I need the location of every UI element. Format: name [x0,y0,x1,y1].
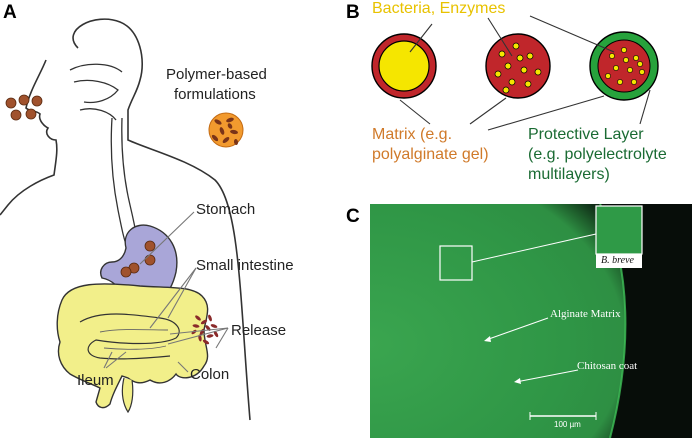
chitosan-coat-label: Chitosan coat [577,360,638,372]
inset-label: B. breve [601,255,634,266]
bead-matrix [485,33,551,99]
matrix-label-line1: Matrix (e.g. [372,126,453,143]
protective-label-line3: multilayers) [528,166,610,183]
panel-letter-a: A [3,2,17,23]
ileum-label: Ileum [77,372,114,389]
panel-letter-b: B [346,2,360,23]
mouth-nasal-outline [69,63,123,121]
colon-label: Colon [190,366,230,383]
scale-bar-label: 100 µm [554,420,581,429]
bead-bacteria-only [371,33,437,99]
oral-pellets [5,94,43,121]
body-outline [0,18,251,421]
micrograph-image [370,204,692,438]
panel-b-leader-lines [399,15,651,131]
panel-letter-c: C [346,206,360,227]
rectum [121,377,134,414]
formulation-label-line2: formulations [174,86,256,103]
release-label: Release [231,322,287,339]
micrograph-panel: B. breve Alginate Matrix Chitosan coat 1… [370,204,692,438]
small-intestine-coils [79,313,180,360]
formulation-sphere [208,112,244,148]
small-intestine-label: Small intestine [196,257,294,274]
panel-a-leader-lines [103,211,229,373]
formulation-label-line1: Polymer-based [166,66,267,83]
alginate-matrix-label: Alginate Matrix [550,308,621,320]
bead-protective-layer [589,31,659,101]
released-bacteria [191,314,219,345]
bacteria-enzymes-label: Bacteria, Enzymes [372,0,506,17]
stomach-label: Stomach [196,201,256,218]
protective-label-line2: (e.g. polyelectrolyte [528,146,667,163]
protective-label-line1: Protective Layer [528,126,644,143]
small-intestine-coils-inner [99,329,169,350]
matrix-label-line2: polyalginate gel) [372,146,489,163]
